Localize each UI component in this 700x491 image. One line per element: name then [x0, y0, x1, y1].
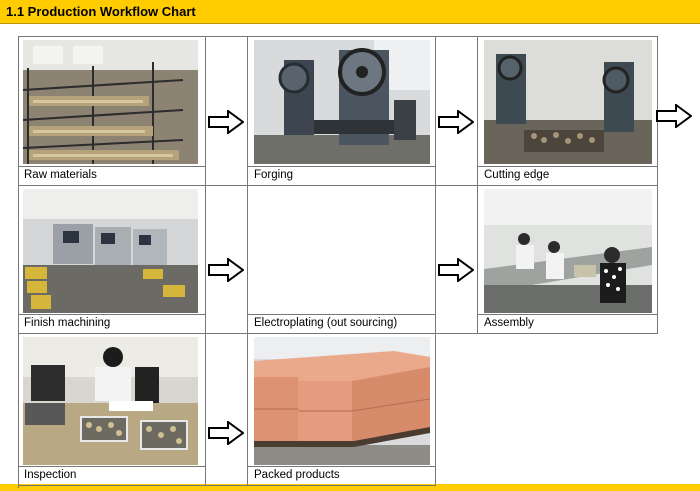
section-header: 1.1 Production Workflow Chart: [0, 0, 700, 24]
inspection-photo: [23, 337, 198, 465]
workflow-table: [18, 36, 658, 488]
assembly-photo: [484, 189, 652, 313]
caption-divider: [478, 314, 658, 315]
caption-divider: [18, 314, 206, 315]
arrow-cell: [436, 186, 478, 334]
cell-inspection: [18, 334, 206, 486]
step-caption: Electroplating (out sourcing): [254, 317, 398, 329]
packed-products-photo: [254, 337, 430, 465]
arrow-cell: [206, 334, 248, 486]
cell-finish-machining: [18, 186, 206, 334]
caption-divider: [248, 314, 436, 315]
footer-band: [0, 484, 700, 491]
right-arrow-icon: [656, 104, 692, 128]
step-caption: Forging: [254, 169, 293, 181]
step-caption: Assembly: [484, 317, 534, 329]
caption-divider: [478, 166, 658, 167]
arrow-cell: [206, 36, 248, 186]
right-arrow-icon: [438, 110, 474, 134]
step-caption: Cutting edge: [484, 169, 550, 181]
caption-divider: [18, 466, 206, 467]
cell-forging: [248, 36, 436, 186]
cell-packed-products: [248, 334, 436, 486]
section-title: 1.1 Production Workflow Chart: [6, 4, 196, 19]
right-arrow-icon: [208, 258, 244, 282]
step-caption: Raw materials: [24, 169, 97, 181]
arrow-cell: [206, 186, 248, 334]
finish-machining-photo: [23, 189, 198, 313]
caption-divider: [248, 466, 436, 467]
raw-materials-photo: [23, 40, 198, 164]
step-caption: Packed products: [254, 469, 340, 481]
cell-assembly: [478, 186, 658, 334]
arrow-cell: [436, 36, 478, 186]
step-caption: Finish machining: [24, 317, 111, 329]
right-arrow-icon: [208, 421, 244, 445]
cell-raw-materials: [18, 36, 206, 186]
step-caption: Inspection: [24, 469, 77, 481]
caption-divider: [18, 166, 206, 167]
caption-divider: [248, 166, 436, 167]
right-arrow-icon: [438, 258, 474, 282]
cell-electroplating: [248, 186, 436, 334]
right-arrow-icon: [208, 110, 244, 134]
cutting-edge-photo: [484, 40, 652, 164]
forging-photo: [254, 40, 430, 164]
